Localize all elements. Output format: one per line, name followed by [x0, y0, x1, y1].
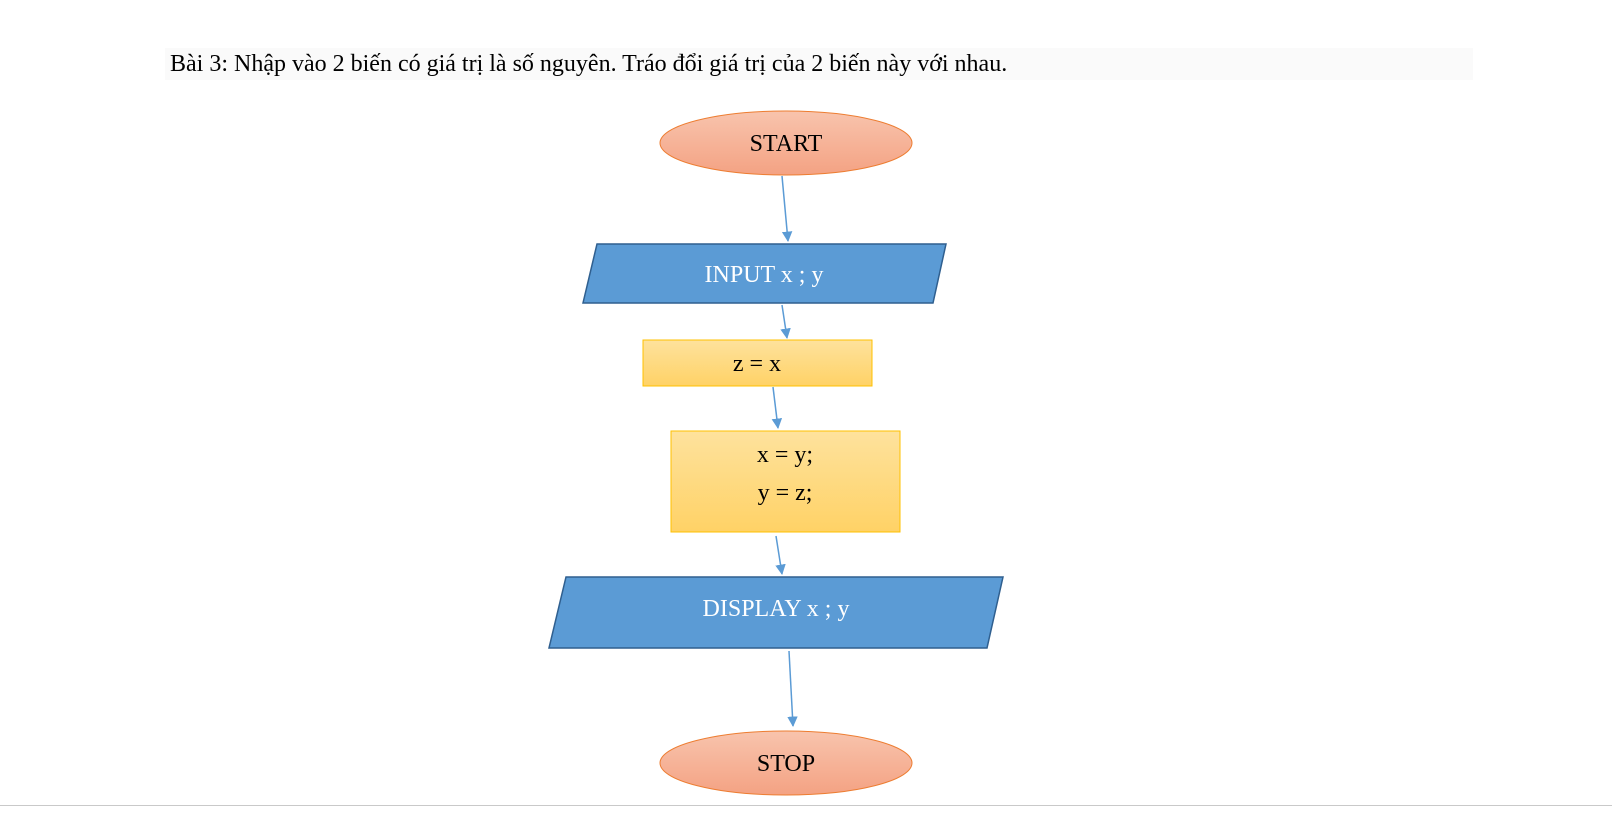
swap-line-1: x = y;: [757, 442, 813, 468]
page-bottom-divider: [0, 805, 1612, 806]
assign-z-process: z = x: [642, 339, 873, 387]
input-label: INPUT x ; y: [705, 262, 824, 288]
stop-terminal: STOP: [659, 730, 913, 796]
arrow-swap-to-display: [775, 535, 786, 576]
start-label: START: [750, 131, 823, 157]
display-node: DISPLAY x ; y: [548, 576, 1004, 649]
title-band: [165, 48, 1473, 80]
display-label: DISPLAY x ; y: [703, 596, 850, 622]
stop-label: STOP: [757, 751, 815, 777]
swap-line-2: y = z;: [758, 480, 813, 506]
swap-process: x = y; y = z;: [670, 430, 901, 533]
arrow-display-to-stop: [787, 650, 798, 728]
arrow-input-to-assign: [780, 304, 791, 340]
start-terminal: START: [659, 110, 913, 176]
input-node: INPUT x ; y: [582, 243, 947, 304]
assign-z-label: z = x: [733, 351, 781, 377]
arrow-assign-to-swap: [771, 386, 783, 430]
exercise-title: Bài 3: Nhập vào 2 biến có giá trị là số …: [170, 51, 1008, 77]
arrow-start-to-input: [781, 175, 793, 243]
